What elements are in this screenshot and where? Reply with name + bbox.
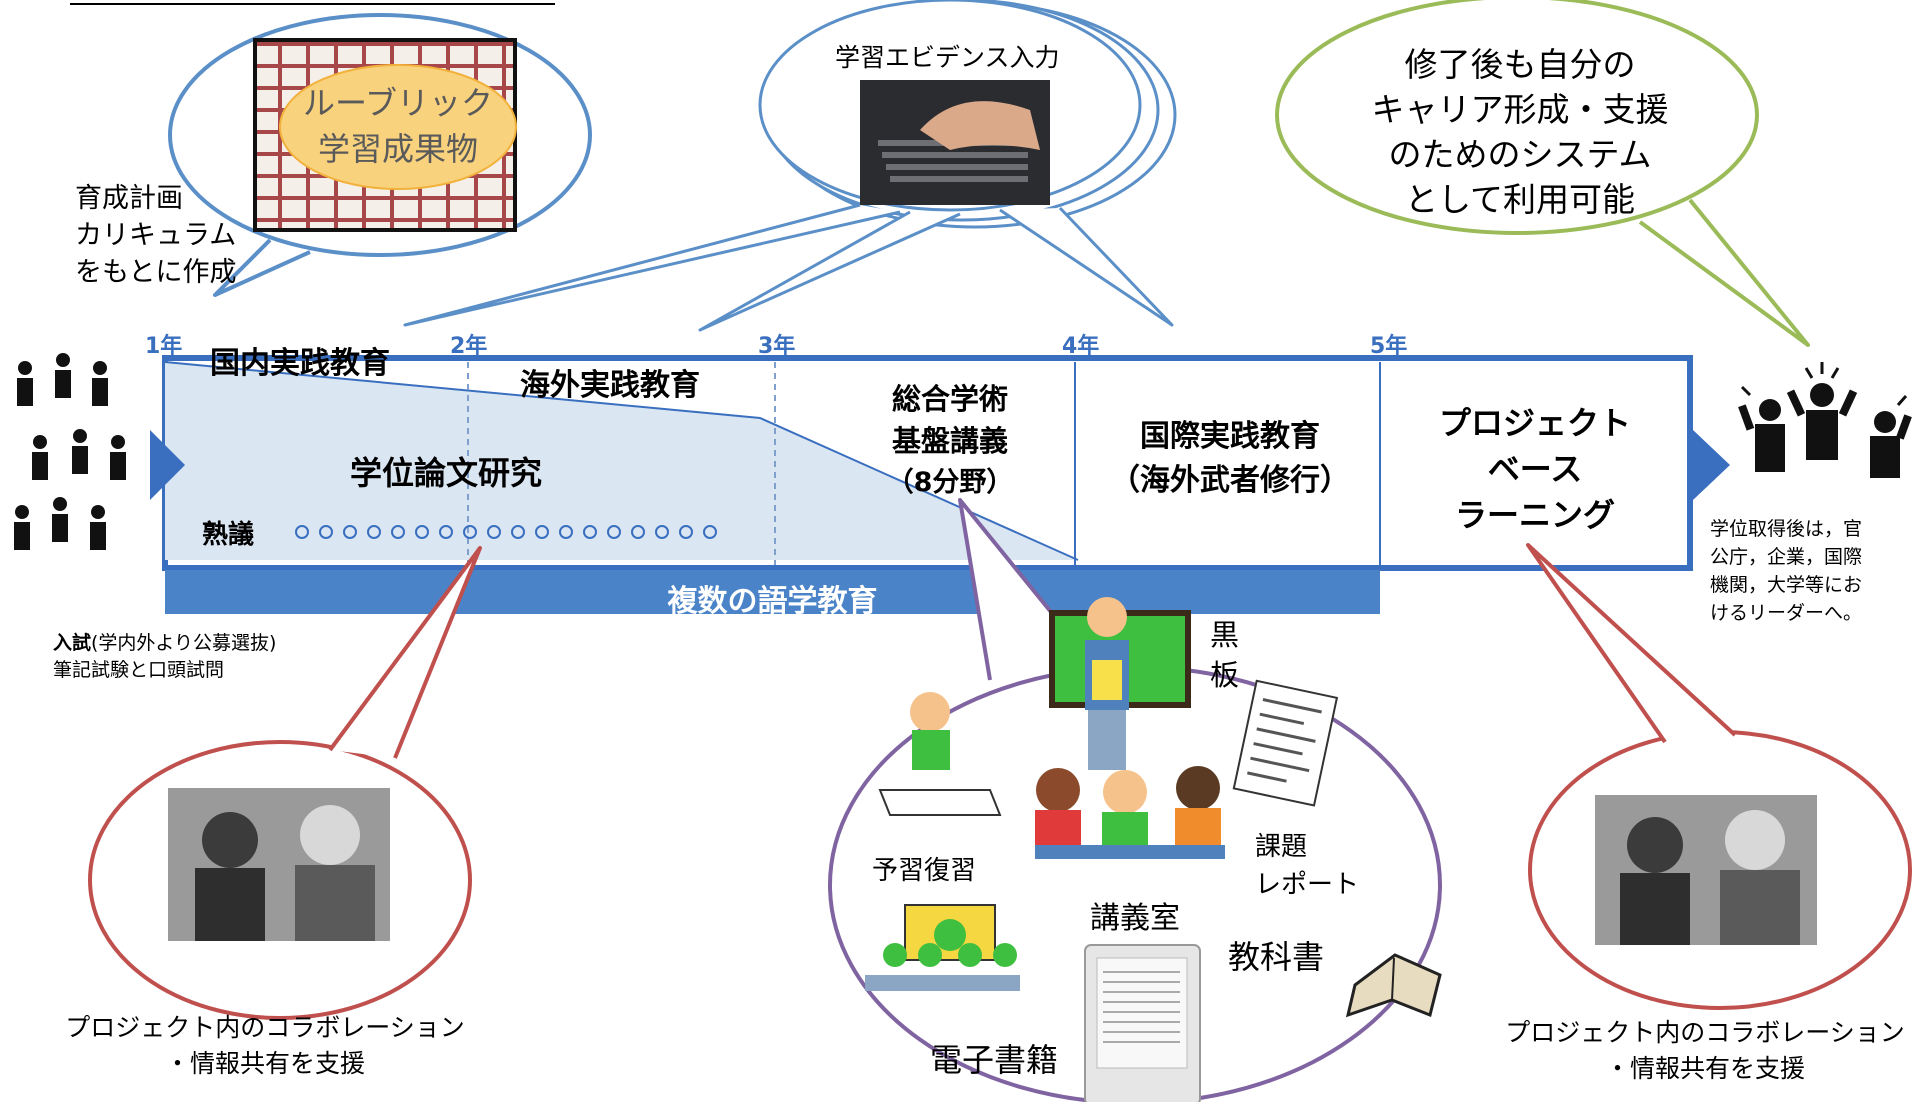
- rubric-label: ルーブリック 学習成果物: [280, 80, 516, 172]
- stage-general-line2: 基盤講義: [891, 424, 1008, 458]
- rubric-label-line2: 学習成果物: [317, 130, 478, 168]
- collab-label-left: プロジェクト内のコラボレーション ・情報共有を支援: [40, 1010, 490, 1082]
- jukugi-dots: [295, 525, 717, 539]
- career-label-line2: キャリア形成・支援: [1371, 90, 1669, 129]
- career-bubble: [1275, 0, 1810, 347]
- language-bar: [165, 570, 1380, 614]
- after-degree-line3: 機関，大学等にお: [1710, 574, 1863, 596]
- stage-pbl-line3: ラーニング: [1454, 496, 1615, 534]
- plan-note-line1: 育成計画: [75, 183, 183, 214]
- students-group-icon: [14, 353, 126, 550]
- assignment-label: 課題 レポート: [1255, 828, 1359, 904]
- blackboard-label-line2: 板: [1210, 658, 1240, 692]
- collab-right-line1: プロジェクト内のコラボレーション: [1505, 1018, 1905, 1047]
- career-label-line3: のためのシステム: [1388, 135, 1652, 174]
- blackboard-label-line1: 黒: [1210, 618, 1240, 652]
- stage-overseas: 海外実践教育: [520, 368, 700, 403]
- group-study-icon: [865, 904, 1020, 991]
- stage-international: 国際実践教育 （海外武者修行）: [1085, 415, 1375, 503]
- collab-bubble-left: [88, 546, 482, 1020]
- stage-international-line2: （海外武者修行）: [1110, 463, 1350, 498]
- after-degree-line1: 学位取得後は，官: [1710, 518, 1863, 540]
- language-bar-label: 複数の語学教育: [667, 584, 878, 619]
- plan-note-line2: カリキュラム: [75, 220, 237, 251]
- ebook-icon: [1084, 944, 1201, 1102]
- studying-boy-icon: [878, 692, 1002, 816]
- collab-left-line1: プロジェクト内のコラボレーション: [65, 1013, 465, 1042]
- year-label-2: 2年: [450, 334, 488, 359]
- plan-note-line3: をもとに作成: [75, 257, 237, 288]
- after-degree-line4: けるリーダーへ。: [1710, 602, 1863, 624]
- stage-pbl-line1: プロジェクト: [1438, 404, 1631, 442]
- stage-international-line1: 国際実践教育: [1140, 419, 1320, 454]
- after-degree-line2: 公庁，企業，国際: [1710, 546, 1863, 568]
- leaders-icon: [1738, 362, 1912, 478]
- entrance-note: 入試(学内外より公募選抜) 筆記試験と口頭試問: [53, 630, 276, 684]
- collab-bubble-right: [1526, 543, 1912, 1010]
- entrance-title: 入試: [53, 632, 92, 654]
- year-label-1: 1年: [145, 334, 183, 359]
- career-label: 修了後も自分の キャリア形成・支援 のためのシステム として利用可能: [1330, 42, 1710, 222]
- year-label-3: 3年: [758, 334, 796, 359]
- collab-right-line2: ・情報共有を支援: [1604, 1054, 1805, 1083]
- year-label-5: 5年: [1370, 334, 1408, 359]
- left-arrow: [150, 430, 185, 500]
- collab-label-right: プロジェクト内のコラボレーション ・情報共有を支援: [1480, 1015, 1930, 1087]
- students-icon: [1035, 766, 1225, 859]
- textbook-icon: [1345, 953, 1442, 1018]
- evidence-bubble: [403, 0, 1177, 332]
- entrance-exam: 筆記試験と口頭試問: [53, 659, 225, 681]
- stage-thesis: 学位論文研究: [350, 454, 543, 492]
- career-label-line4: として利用可能: [1404, 180, 1635, 219]
- assignment-label-line2: レポート: [1255, 870, 1360, 900]
- classroom-bubble: [828, 498, 1442, 1102]
- ebook-label: 電子書籍: [930, 1041, 1059, 1079]
- collab-left-line2: ・情報共有を支援: [164, 1049, 365, 1078]
- stage-general-line1: 総合学術: [891, 382, 1008, 416]
- rubric-label-line1: ルーブリック: [302, 84, 494, 122]
- career-label-line1: 修了後も自分の: [1404, 45, 1636, 84]
- timeline: [150, 355, 1730, 614]
- year-label-4: 4年: [1062, 334, 1100, 359]
- stage-pbl-line2: ベース: [1487, 450, 1583, 488]
- evidence-label: 学習エビデンス入力: [835, 43, 1060, 72]
- plan-note: 育成計画 カリキュラム をもとに作成: [75, 180, 236, 291]
- stage-general: 総合学術 基盤講義 （8分野）: [860, 378, 1040, 504]
- prep-review-label: 予習復習: [872, 856, 977, 886]
- jukugi-label: 熟議: [202, 520, 255, 550]
- textbook-label: 教科書: [1228, 938, 1325, 976]
- stage-general-line3: （8分野）: [886, 467, 1014, 498]
- right-arrow: [1693, 430, 1730, 500]
- assignment-icon: [1232, 679, 1339, 807]
- assignment-label-line1: 課題: [1255, 832, 1308, 862]
- rubric-bubble: [168, 13, 592, 297]
- teacher-icon: [1087, 597, 1127, 637]
- entrance-detail: (学内外より公募選抜): [91, 632, 277, 654]
- stage-domestic: 国内実践教育: [210, 346, 390, 381]
- blackboard-label: 黒 板: [1210, 615, 1239, 695]
- lecture-room-label: 講義室: [1090, 901, 1180, 936]
- after-degree-note: 学位取得後は，官 公庁，企業，国際 機関，大学等にお けるリーダーへ。: [1710, 515, 1862, 627]
- stage-pbl: プロジェクト ベース ラーニング: [1400, 400, 1670, 538]
